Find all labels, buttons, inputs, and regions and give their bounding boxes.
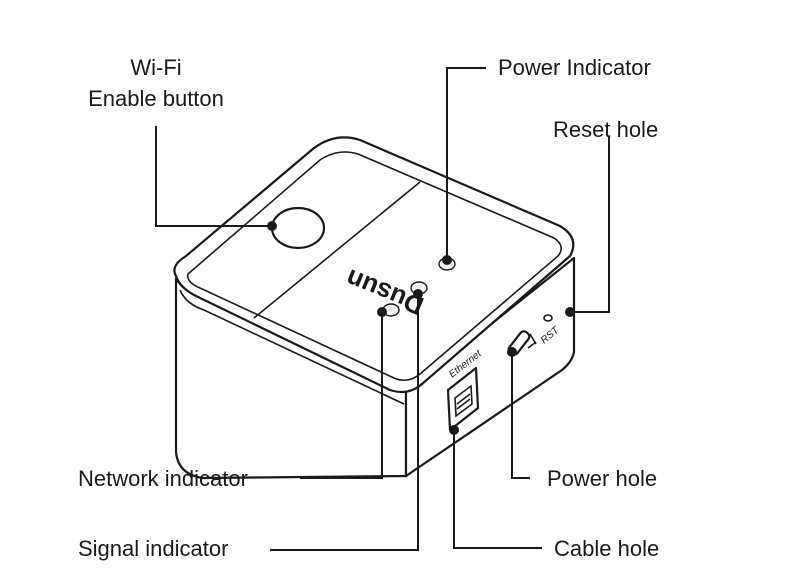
callout-labels: Wi-Fi Enable button Power Indicator Rese… [78, 55, 659, 561]
device-panel-divider [253, 181, 421, 319]
wifi-enable-button [270, 206, 326, 250]
reset-leader [570, 136, 610, 313]
network-leader-dot [377, 307, 387, 317]
device-right-face [404, 256, 576, 478]
leader-lines [155, 67, 610, 551]
signal-indicator-label: Signal indicator [78, 536, 228, 561]
power-indicator-leader [446, 67, 486, 260]
cable-hole-leader [453, 430, 542, 549]
device-bottom-rim [179, 289, 405, 405]
power-indicator-leader-dot [442, 255, 452, 265]
wifi-leader [155, 126, 272, 227]
device-top-inset [186, 151, 562, 382]
reset-leader-dot [565, 307, 575, 317]
wifi-label-line2: Enable button [88, 86, 224, 111]
power-indicator-label: Power Indicator [498, 55, 651, 80]
wifi-label-line1: Wi-Fi [130, 55, 181, 80]
network-indicator-label: Network indicator [78, 466, 248, 491]
network-leader [300, 312, 383, 479]
power-hole-leader-dot [507, 347, 517, 357]
reset-hole-label: Reset hole [553, 117, 658, 142]
power-hole-leader [511, 352, 530, 479]
power-hole-label: Power hole [547, 466, 657, 491]
wifi-leader-dot [267, 221, 277, 231]
cable-hole-label: Cable hole [554, 536, 659, 561]
signal-leader-dot [413, 289, 423, 299]
signal-leader [270, 294, 419, 551]
router-device: Dusun Ethernet RST [173, 136, 576, 480]
cable-hole-leader-dot [449, 425, 459, 435]
